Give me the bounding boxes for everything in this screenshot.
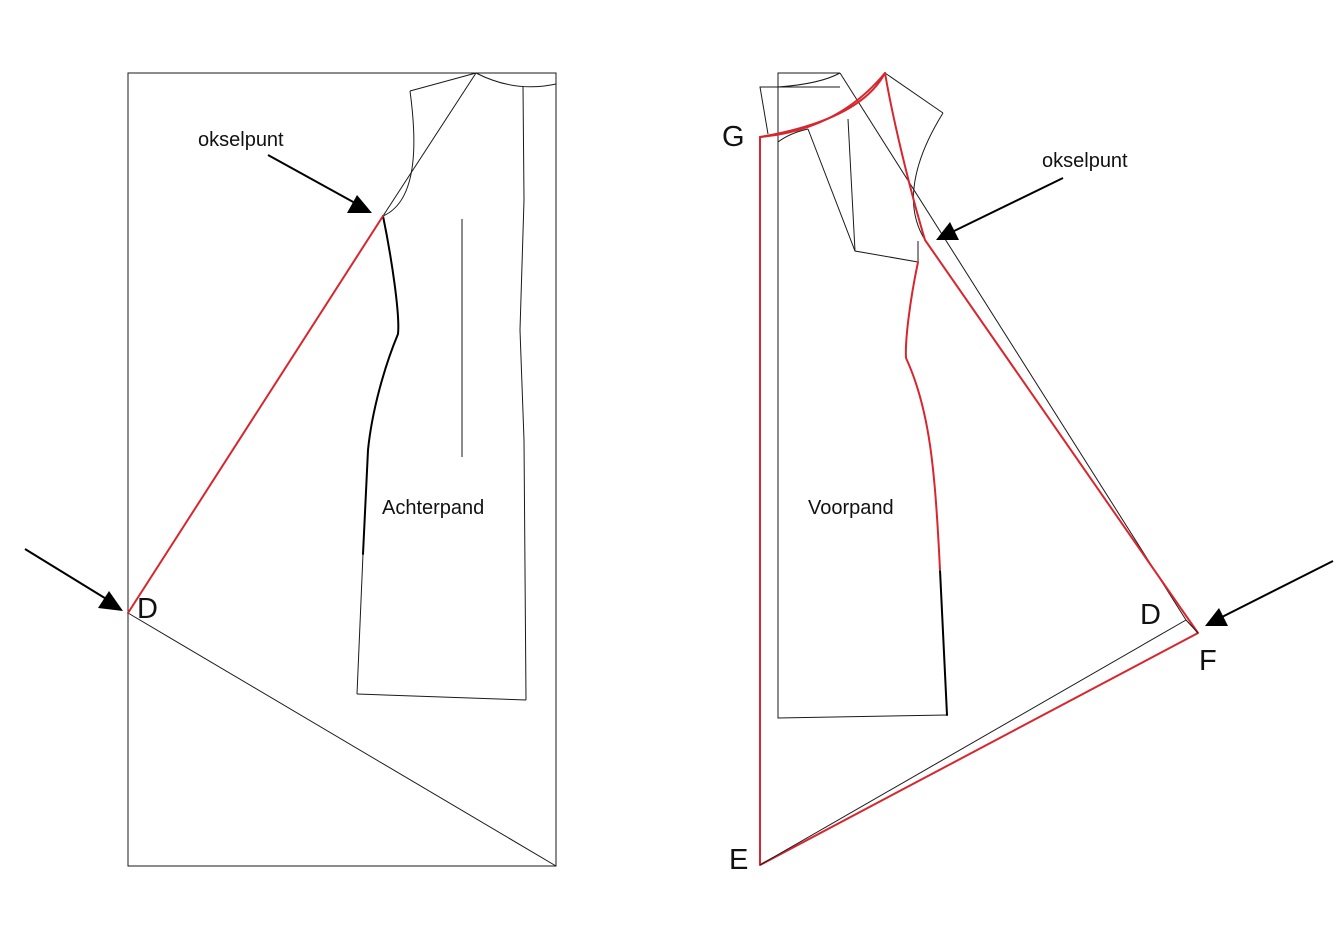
front-dart: [807, 128, 919, 263]
back-shoulder-guide-line: [382, 72, 477, 217]
front-side-seam-lower: [939, 569, 948, 716]
back-red-line: [127, 215, 384, 614]
back-center-seam: [519, 85, 527, 701]
back-diagonal-line: [127, 612, 557, 867]
front-point-d-label: D: [1140, 599, 1161, 631]
front-point-e-label: E: [729, 844, 748, 876]
back-panel-drawing: okselpunt Achterpand D: [24, 72, 557, 867]
front-point-f-label: F: [1199, 645, 1217, 677]
front-armhole-guide-line: [839, 72, 1187, 621]
back-hem: [356, 693, 527, 701]
front-dart-inner: [847, 118, 856, 252]
back-piece-label: Achterpand: [382, 497, 484, 519]
back-side-seam-lower: [356, 553, 364, 695]
front-armpit-label: okselpunt: [1042, 150, 1128, 172]
front-red-neckline: [759, 72, 886, 138]
back-armpit-arrow: [267, 154, 372, 213]
front-panel-drawing: G okselpunt Voorpand D F E: [722, 72, 1334, 876]
front-armpit-arrow: [936, 177, 1064, 240]
front-shoulder-line: [884, 72, 944, 114]
front-piece-label: Voorpand: [808, 497, 894, 519]
back-armpit-label: okselpunt: [198, 129, 284, 151]
front-neckline: [777, 72, 841, 88]
back-bounding-rect: [127, 72, 557, 867]
front-diagonal-ed: [759, 619, 1187, 866]
back-d-arrow: [24, 548, 123, 611]
back-neckline: [475, 72, 557, 88]
back-point-d-label: D: [137, 593, 158, 625]
front-segment-df: [1185, 619, 1199, 634]
front-armhole: [912, 112, 944, 241]
back-side-seam-upper: [362, 215, 400, 555]
back-shoulder-line: [409, 72, 477, 92]
front-point-g-label: G: [722, 121, 745, 153]
front-red-outline: [759, 72, 1199, 866]
back-armhole: [382, 90, 415, 217]
front-outer-frame: [759, 86, 840, 135]
front-f-arrow: [1205, 560, 1334, 626]
front-side-seam-red: [904, 261, 941, 571]
front-neck-detail: [777, 128, 809, 143]
front-body-frame: [777, 72, 948, 719]
